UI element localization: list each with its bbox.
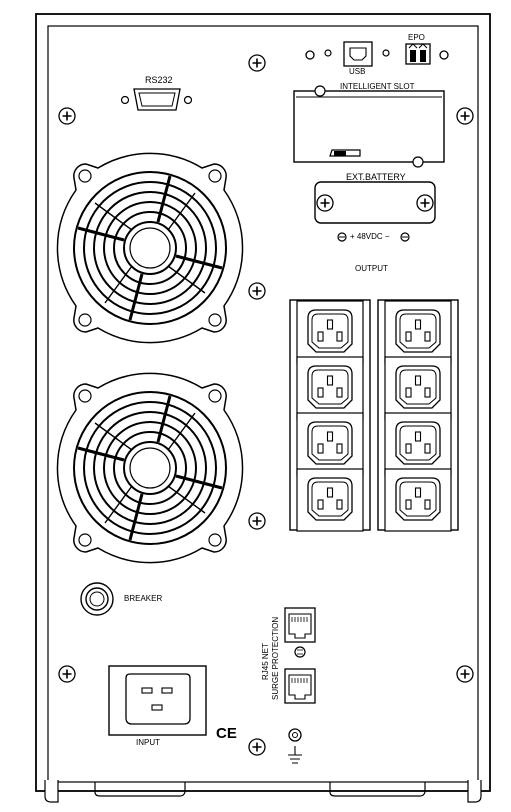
usb-port-icon <box>343 41 373 67</box>
surge-led <box>294 646 306 658</box>
screw-icon <box>58 665 76 683</box>
panel-inner-border <box>47 25 479 783</box>
surge-protection-label: SURGE PROTECTION <box>271 616 280 700</box>
screw-icon <box>58 107 76 125</box>
input-label: INPUT <box>136 738 160 747</box>
iec-outlet-icon <box>384 468 452 532</box>
usb-epo-area <box>305 41 449 67</box>
rj45-port-icon <box>284 607 316 643</box>
fan-grille-icon <box>55 371 245 565</box>
screw-icon <box>248 54 266 72</box>
rs232-label: RS232 <box>145 75 173 85</box>
rj45-net-label: RJ45 NET <box>261 643 270 680</box>
breaker-label: BREAKER <box>124 594 163 603</box>
screw-icon <box>248 738 266 756</box>
usb-label: USB <box>349 67 366 76</box>
breaker-button <box>80 582 114 616</box>
screw-icon <box>416 194 434 212</box>
output-bank-right <box>377 299 459 532</box>
screw-icon <box>248 282 266 300</box>
input-socket <box>108 665 207 736</box>
iec-outlet-icon <box>296 300 364 364</box>
ext-battery-label: EXT.BATTERY <box>346 172 406 182</box>
screw-icon <box>248 512 266 530</box>
iec-outlet-icon <box>384 356 452 420</box>
fan-grille-icon <box>55 151 245 345</box>
ext-battery-cover <box>314 181 436 242</box>
screw-icon <box>456 107 474 125</box>
output-bank-left <box>289 299 371 532</box>
iec-outlet-icon <box>296 412 364 476</box>
intelligent-slot-label: INTELLIGENT SLOT <box>340 82 415 91</box>
iec-outlet-icon <box>296 468 364 532</box>
iec-outlet-icon <box>384 300 452 364</box>
screw-icon <box>456 665 474 683</box>
iec-outlet-icon <box>296 356 364 420</box>
rj45-port-icon <box>284 668 316 704</box>
intelligent-slot <box>293 85 445 168</box>
chassis-feet <box>44 780 482 803</box>
epo-label: EPO <box>408 33 425 42</box>
output-label: OUTPUT <box>355 264 388 273</box>
rs232-port <box>120 88 193 111</box>
screw-icon <box>316 194 334 212</box>
ground-symbol-icon <box>288 728 302 764</box>
ce-mark: CE <box>216 725 237 742</box>
iec-outlet-icon <box>384 412 452 476</box>
dc-voltage-label: + 48VDC − <box>350 232 390 241</box>
